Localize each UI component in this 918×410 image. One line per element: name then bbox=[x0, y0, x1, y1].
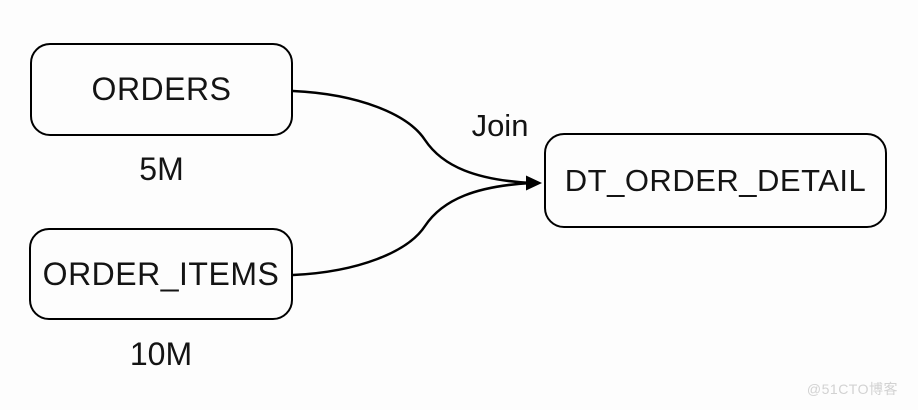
join-edge-label: Join bbox=[471, 108, 529, 143]
edge-order-items-to-detail bbox=[291, 181, 533, 277]
node-order-items-row-count: 10M bbox=[129, 336, 193, 372]
node-order-items-label: ORDER_ITEMS bbox=[42, 255, 280, 292]
node-orders-row-count: 5M bbox=[139, 151, 184, 187]
node-order-items: ORDER_ITEMS bbox=[29, 228, 293, 320]
node-orders-label: ORDERS bbox=[91, 71, 232, 107]
edge-orders-to-detail bbox=[291, 89, 533, 185]
node-dt-order-detail: DT_ORDER_DETAIL bbox=[544, 133, 887, 228]
node-orders: ORDERS bbox=[30, 43, 293, 136]
node-dt-order-detail-label: DT_ORDER_DETAIL bbox=[564, 162, 867, 198]
watermark: @51CTO博客 bbox=[806, 381, 898, 397]
arrowhead-icon bbox=[526, 175, 542, 191]
